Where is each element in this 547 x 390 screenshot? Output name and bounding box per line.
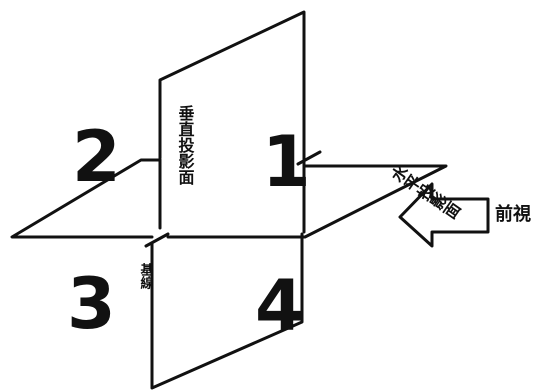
vertical-plane-label: 垂直投影面 [176,104,195,186]
ground-line-right-stub [296,150,322,166]
ground-line-label: 基線 [138,262,155,290]
horizontal-plane-right-outline [166,164,448,239]
quadrant-4-label: 4 [255,265,304,347]
quadrant-2-label: 2 [72,116,121,198]
vertical-plane-bottom-outline [150,232,304,390]
quadrant-3-label: 3 [67,263,116,345]
horizontal-plane-left-outline [10,158,162,239]
ground-line-left-stub [144,232,170,248]
front-view-arrow-icon [398,182,490,248]
front-view-label: 前視 [495,203,531,225]
quadrant-1-label: 1 [262,121,311,203]
vertical-plane-top-outline [158,10,306,168]
